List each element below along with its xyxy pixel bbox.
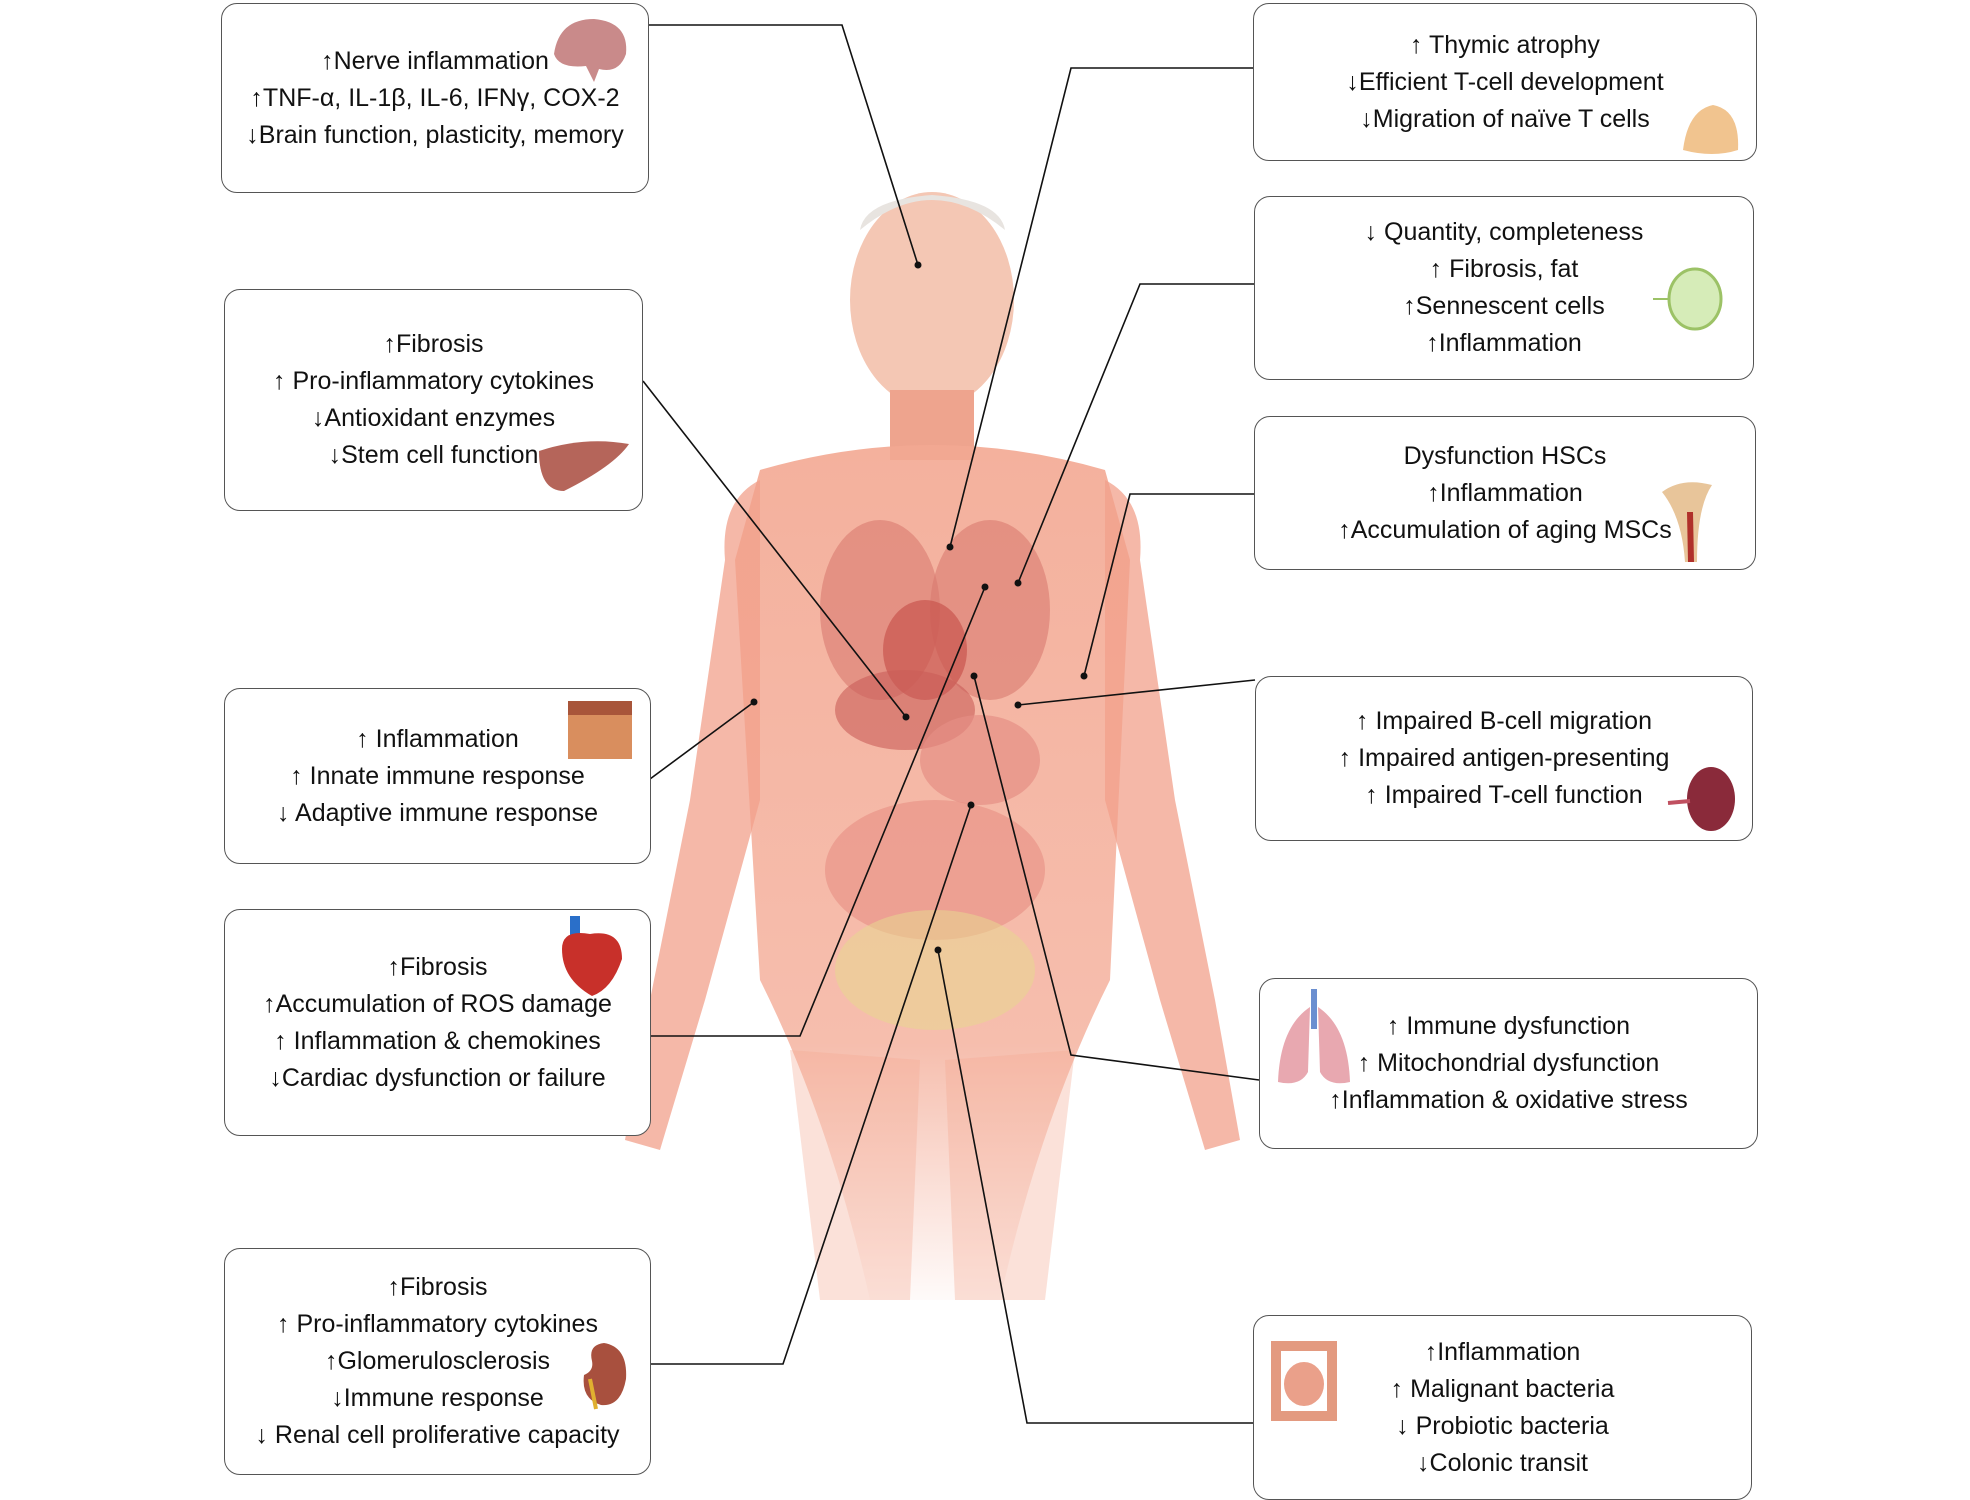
heart-icon <box>562 916 622 996</box>
text-line: ↑ Pro-inflammatory cytokines <box>277 1310 598 1338</box>
text-line: ↑ Impaired B-cell migration <box>1356 707 1652 735</box>
kidney-icon <box>583 1343 627 1410</box>
spleen-effects-box: ↑ Impaired B-cell migration ↑ Impaired a… <box>1255 676 1753 841</box>
text-line: ↓Antioxidant enzymes <box>311 404 556 432</box>
text-line: ↑ Mitochondrial dysfunction <box>1357 1049 1660 1077</box>
text-line: ↑ Malignant bacteria <box>1390 1374 1615 1403</box>
connector-lines <box>642 24 1260 1424</box>
text-line: ↑ Fibrosis, fat <box>1429 255 1579 283</box>
text-line: ↓Colonic transit <box>1417 1448 1588 1477</box>
skin-icon <box>568 701 632 759</box>
text-line: ↑Accumulation of aging MSCs <box>1338 515 1672 544</box>
liver-icon <box>539 441 629 491</box>
lymph-node-icon <box>1653 267 1723 331</box>
text-line: ↓Migration of naïve T cells <box>1360 104 1650 133</box>
text-line: ↑Inflammation <box>1426 329 1582 357</box>
text-line: ↑ Pro-inflammatory cytokines <box>273 367 594 395</box>
body-silhouette <box>625 192 1240 1300</box>
text-line: ↑Fibrosis <box>383 330 484 358</box>
brain-icon <box>554 19 627 82</box>
text-line: ↑Inflammation & oxidative stress <box>1329 1086 1688 1114</box>
text-line: ↑Glomerulosclerosis <box>324 1347 551 1375</box>
text-line: ↓ Adaptive immune response <box>276 798 598 827</box>
text-line: ↓Efficient T-cell development <box>1346 67 1664 96</box>
liver-effects-box: ↑Fibrosis ↑ Pro-inflammatory cytokines ↓… <box>224 289 643 511</box>
text-line: ↓Immune response <box>331 1384 544 1412</box>
text-line: ↓ Renal cell proliferative capacity <box>255 1421 620 1449</box>
text-line: ↑Fibrosis <box>387 1273 488 1301</box>
text-line: ↓Stem cell function <box>328 441 539 469</box>
text-line: ↓Brain function, plasticity, memory <box>246 120 624 149</box>
text-line: ↑Fibrosis <box>387 952 488 981</box>
text-line: ↑Accumulation of ROS damage <box>263 989 612 1018</box>
text-line: ↓ Probiotic bacteria <box>1396 1411 1609 1440</box>
heart-effects-box: ↑Fibrosis ↑Accumulation of ROS damage ↑ … <box>224 909 651 1136</box>
text-line: ↓ Quantity, completeness <box>1364 218 1644 246</box>
text-line: ↑ Immune dysfunction <box>1386 1012 1631 1040</box>
text-line: ↑Nerve inflammation <box>321 46 549 75</box>
bone-icon <box>1662 482 1712 563</box>
lung-effects-box: ↑ Immune dysfunction ↑ Mitochondrial dys… <box>1259 978 1758 1149</box>
text-line: ↑Inflammation <box>1424 1337 1581 1366</box>
text-line: ↑Sennescent cells <box>1403 292 1605 320</box>
bone-marrow-effects-box: Dysfunction HSCs ↑Inflammation ↑Accumula… <box>1254 416 1756 570</box>
lungs-icon <box>1278 989 1350 1084</box>
text-line: ↑ Impaired antigen-presenting <box>1338 744 1670 772</box>
gut-effects-box: ↑Inflammation ↑ Malignant bacteria ↓ Pro… <box>1253 1315 1752 1500</box>
spleen-icon <box>1667 767 1735 831</box>
intestine-icon <box>1271 1341 1337 1421</box>
kidney-effects-box: ↑Fibrosis ↑ Pro-inflammatory cytokines ↑… <box>224 1248 651 1475</box>
text-line: ↑ Impaired T-cell function <box>1365 781 1643 809</box>
lymph-node-effects-box: ↓ Quantity, completeness ↑ Fibrosis, fat… <box>1254 196 1754 380</box>
brain-effects-box: ↑Nerve inflammation ↑TNF-α, IL-1β, IL-6,… <box>221 3 649 193</box>
thymus-icon <box>1683 105 1739 154</box>
text-line: ↑ Inflammation <box>356 724 519 753</box>
text-line: ↑Inflammation <box>1427 478 1583 507</box>
skin-effects-box: ↑ Inflammation ↑ Innate immune response … <box>224 688 651 864</box>
text-line: Dysfunction HSCs <box>1403 441 1607 470</box>
text-line: ↑ Innate immune response <box>290 761 585 790</box>
text-line: ↓Cardiac dysfunction or failure <box>269 1063 606 1092</box>
thymus-effects-box: ↑ Thymic atrophy ↓Efficient T-cell devel… <box>1253 3 1757 161</box>
connector-dots <box>750 261 1088 954</box>
text-line: ↑ Inflammation & chemokines <box>274 1026 601 1055</box>
text-line: ↑TNF-α, IL-1β, IL-6, IFNγ, COX-2 <box>250 83 620 112</box>
text-line: ↑ Thymic atrophy <box>1410 30 1600 59</box>
